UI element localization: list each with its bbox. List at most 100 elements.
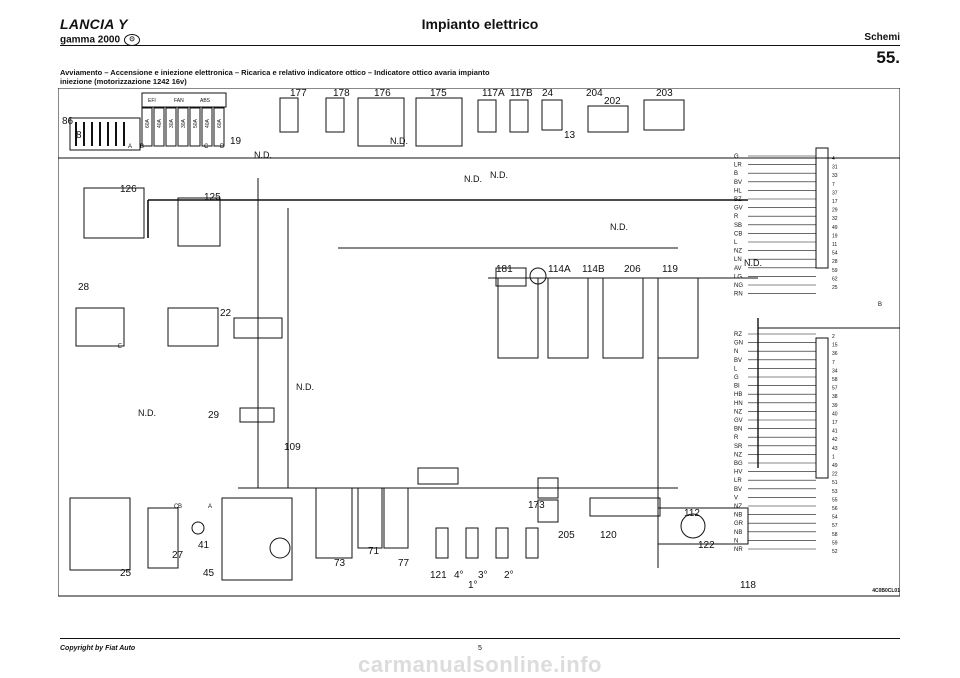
component-number: 204 (586, 88, 603, 99)
component-number: 118 (740, 580, 756, 591)
component-symbol (680, 513, 706, 539)
component-box (83, 187, 145, 239)
wire-code: SR (734, 444, 743, 450)
pin-number: 43 (832, 446, 838, 452)
pin-number: 59 (832, 268, 838, 274)
component-number: 73 (334, 558, 346, 569)
component-number: 13 (564, 130, 576, 141)
component-box (201, 107, 213, 147)
component-box (495, 527, 509, 559)
brand-name: LANCIA Y (60, 16, 128, 32)
component-box (69, 497, 131, 571)
wire-code: CB (734, 231, 742, 237)
pin-number: 37 (832, 190, 838, 196)
component-box (509, 99, 529, 133)
header-rule (60, 45, 900, 46)
component-number: 175 (430, 88, 447, 99)
component-number: 45 (203, 568, 215, 579)
pin-number: 42 (832, 437, 838, 443)
component-box (239, 407, 275, 423)
component-number: 112 (684, 508, 700, 519)
pin-number: 41 (832, 429, 838, 435)
component-number: 121 (430, 570, 447, 581)
pin-number: 40 (832, 411, 838, 417)
component-number: 4° (454, 570, 464, 581)
fuse-label: 60A (145, 118, 151, 128)
pin-number: 7 (832, 182, 835, 188)
component-box (417, 467, 459, 485)
component-number: 41 (198, 540, 210, 551)
component-box (357, 97, 405, 147)
component-number: 8 (76, 130, 82, 141)
component-number: 119 (662, 264, 678, 275)
component-box (495, 267, 527, 287)
component-number: 173 (528, 500, 545, 511)
component-number: 22 (220, 308, 232, 319)
wire-code: L (734, 240, 738, 246)
wire-code: BI (734, 384, 740, 390)
connector-letter: D (220, 144, 225, 150)
wire-code: BN (734, 427, 742, 433)
not-connected-note: N.D. (138, 408, 156, 418)
component-box (147, 507, 179, 569)
component-box (213, 107, 225, 147)
pin-number: 39 (832, 403, 838, 409)
pin-number: 51 (832, 480, 838, 486)
component-number: 1° (468, 580, 478, 591)
footer-page-number: 5 (478, 645, 482, 652)
wire-code: V (734, 495, 738, 501)
pin-number: 58 (832, 377, 838, 383)
wire-code: AV (734, 266, 742, 272)
component-box (547, 277, 589, 359)
component-box (537, 477, 559, 499)
component-number: 176 (374, 88, 391, 99)
component-number: 125 (204, 192, 221, 203)
wire-code: HV (734, 470, 742, 476)
pin-number: 38 (832, 394, 838, 400)
wire-code: R (734, 214, 739, 220)
pin-number: 11 (832, 242, 837, 248)
component-box (497, 277, 539, 359)
component-number: 203 (656, 88, 673, 99)
not-connected-note: N.D. (254, 150, 272, 160)
wire-code: BG (734, 461, 743, 467)
component-box (815, 147, 829, 269)
component-box (69, 117, 141, 151)
component-box (383, 487, 409, 549)
component-symbol (191, 521, 205, 535)
component-number: 202 (604, 96, 621, 107)
component-number: 206 (624, 264, 641, 275)
fuse-label: ABS (200, 98, 211, 104)
wire-code: N (734, 538, 738, 544)
component-box (465, 527, 479, 559)
wire-code: LR (734, 163, 742, 169)
component-box (657, 277, 699, 359)
component-box (587, 105, 629, 133)
pin-number: 17 (832, 199, 838, 205)
pin-number: 57 (832, 386, 838, 392)
wire-code: GV (734, 418, 743, 424)
component-box (415, 97, 463, 147)
wire-code: LN (734, 257, 742, 263)
pin-number: 32 (832, 216, 838, 222)
fuse-label: 30A (169, 118, 175, 128)
component-box (75, 307, 125, 347)
pin-number: 19 (832, 233, 838, 239)
pin-number: 29 (832, 208, 838, 214)
wire-code: R (734, 435, 739, 441)
component-number: 29 (208, 410, 220, 421)
header-title-block: Impianto elettrico (0, 16, 960, 32)
document-title: Impianto elettrico (421, 16, 539, 32)
pin-number: 54 (832, 251, 838, 257)
pin-number: 52 (832, 549, 838, 555)
component-box (177, 107, 189, 147)
reference-code: 4C0B0CL01 (872, 588, 900, 594)
wire-code: SB (734, 223, 742, 229)
component-box (233, 317, 283, 339)
pin-number: 36 (832, 351, 838, 357)
connector-letter: A (128, 144, 132, 150)
fuse-label: 40A (157, 118, 163, 128)
footer-rule (60, 638, 900, 639)
component-box (602, 277, 644, 359)
